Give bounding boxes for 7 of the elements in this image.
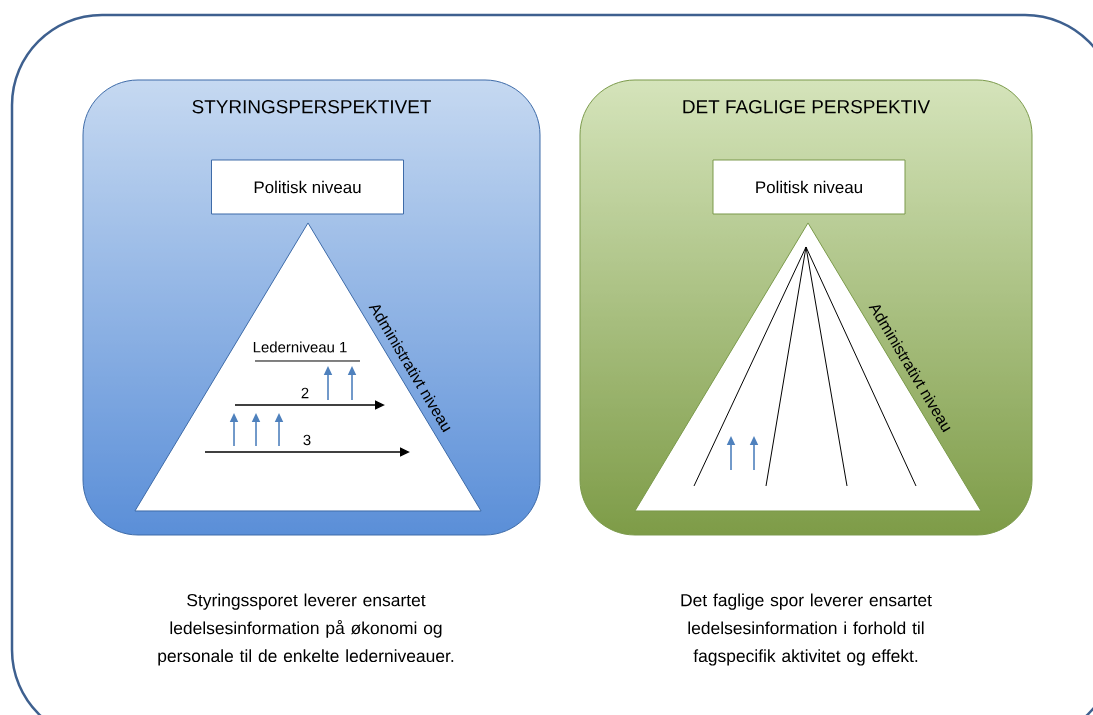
- level-number: 3: [303, 434, 311, 446]
- description-text: Det faglige spor leverer ensartet ledelsesinformation i forhold til fagspecifik aktivitet og effekt.: [681, 593, 932, 666]
- level-label: Lederniveau 1: [253, 341, 347, 353]
- level-number: 2: [301, 387, 309, 399]
- level-box: Politisk niveau: [712, 159, 906, 215]
- level-box: Politisk niveau: [211, 159, 404, 215]
- description-text: Styringssporet leverer ensartet ledelsesinformation på økonomi og personale til de enkelte lederniveauer.: [158, 593, 454, 666]
